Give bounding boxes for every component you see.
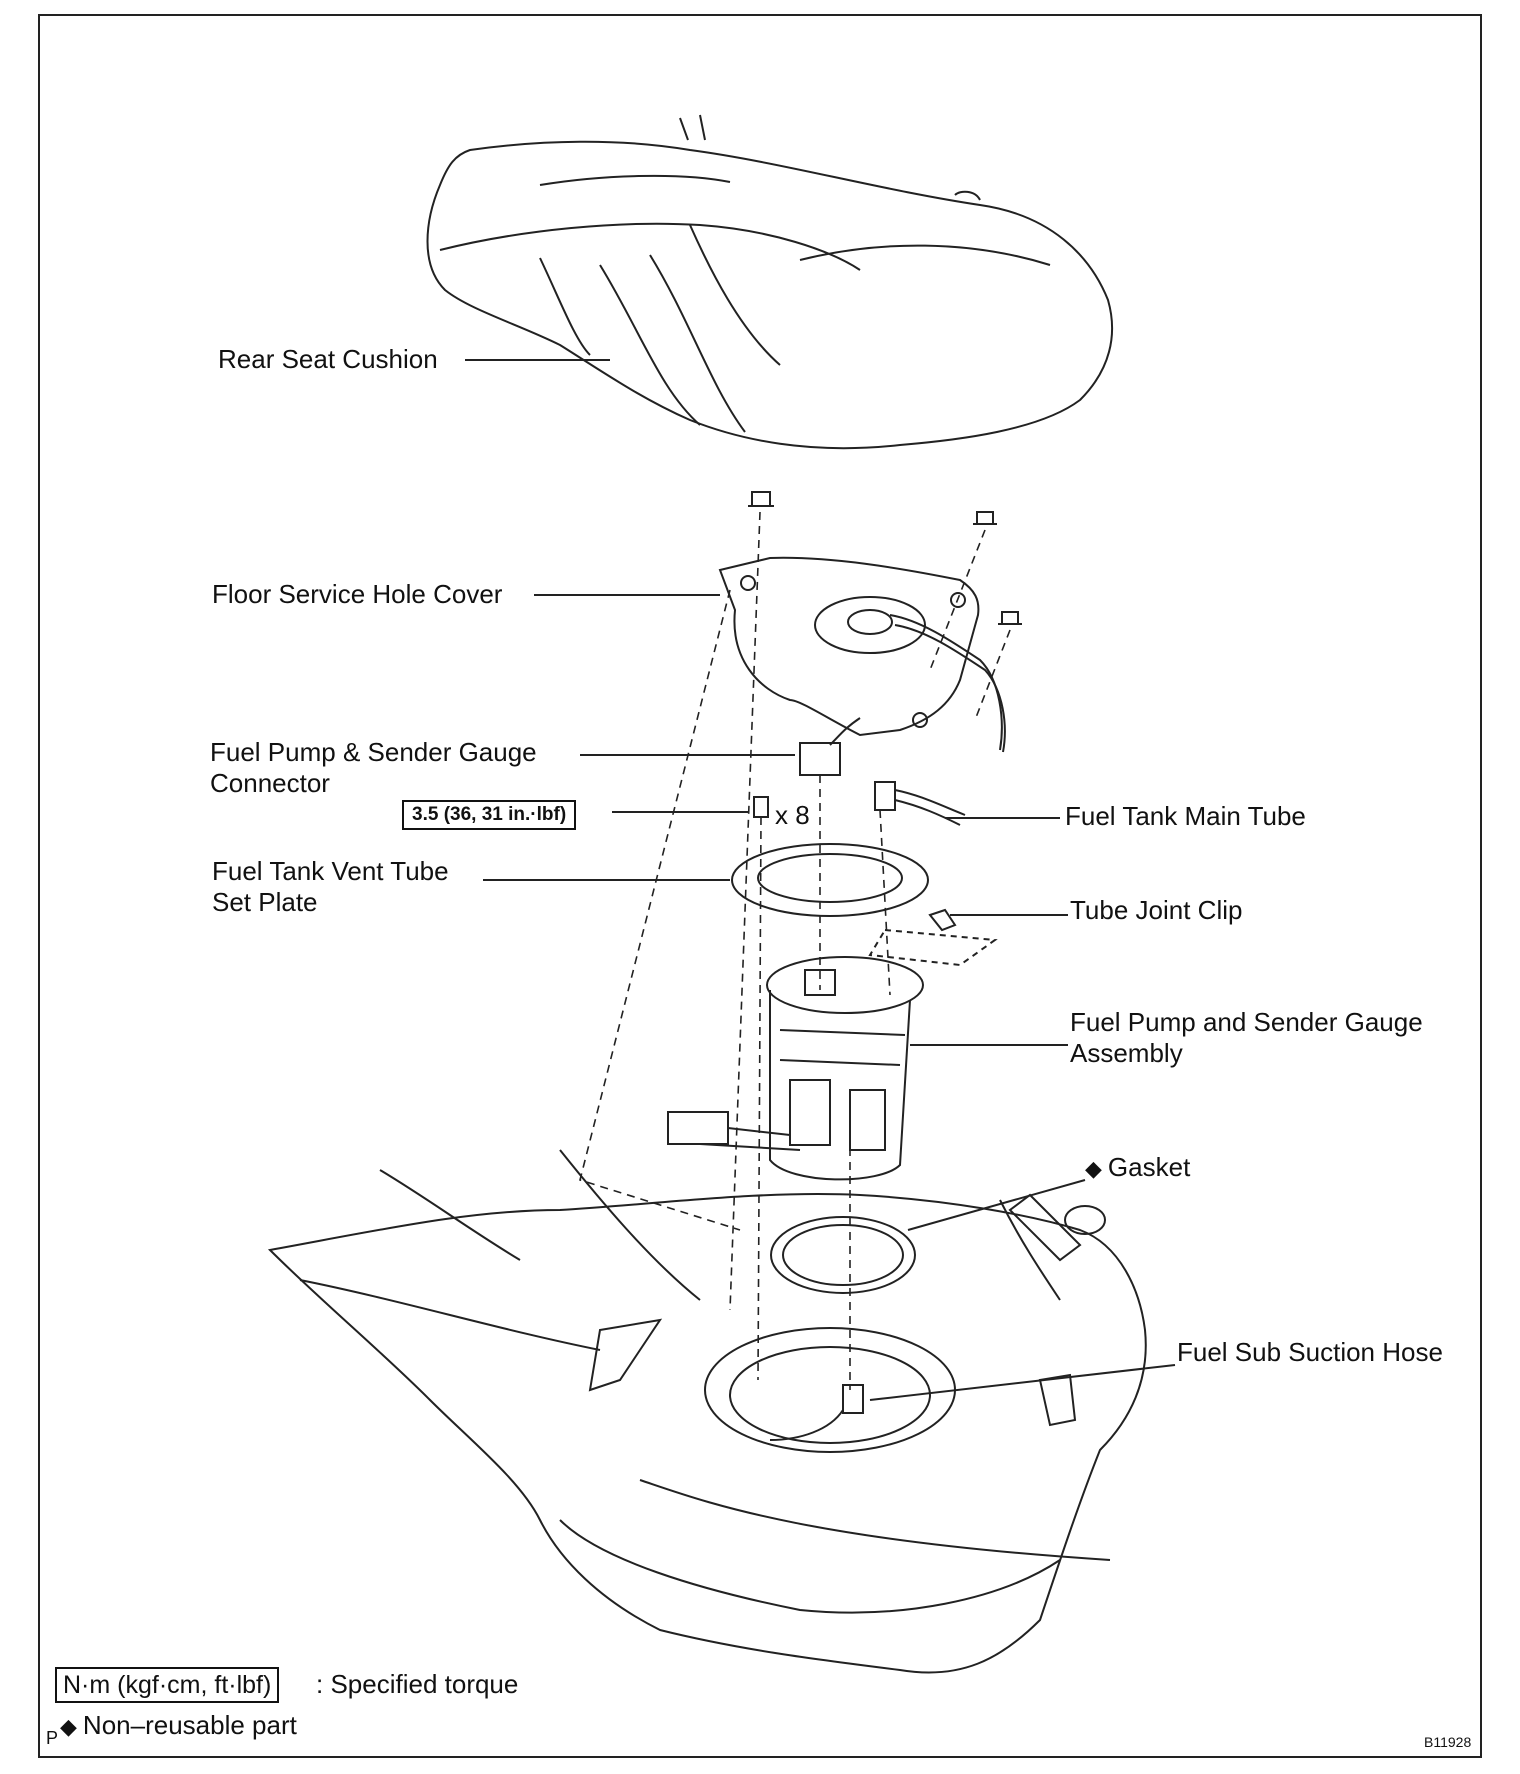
figure-id: B11928 (1424, 1734, 1472, 1750)
label-floor-service-hole-cover: Floor Service Hole Cover (212, 579, 503, 609)
tube-joint-clip-drawing (868, 908, 998, 967)
label-assembly-line2: Assembly (1070, 1038, 1183, 1068)
diagram-frame (38, 14, 1482, 1758)
fuel-tank-main-tube-drawing (874, 781, 966, 826)
label-rear-seat-cushion: Rear Seat Cushion (218, 344, 438, 374)
rear-seat-cushion-drawing (426, 114, 1114, 450)
diamond-icon: ◆ (1085, 1156, 1102, 1181)
label-fuel-tank-main-tube: Fuel Tank Main Tube (1065, 801, 1306, 831)
label-assembly-line1: Fuel Pump and Sender Gauge (1070, 1007, 1423, 1037)
leader-suction-hose (869, 1364, 1176, 1401)
vent-tube-set-plate-drawing (731, 843, 929, 917)
diamond-icon: ◆ (60, 1714, 77, 1739)
fuel-pump-assembly-drawing (667, 956, 924, 1181)
torque-spec-box: 3.5 (36, 31 in.·lbf) (402, 800, 577, 830)
cover-bolts-drawing (748, 491, 1022, 625)
label-connector-line1: Fuel Pump & Sender Gauge (210, 737, 537, 767)
connector-drawing (799, 717, 861, 776)
label-vent-tube-line2: Set Plate (212, 887, 318, 917)
fuel-tank-drawing (267, 1149, 1147, 1674)
corner-letter: P (46, 1728, 59, 1748)
legend-torque-units: N·m (kgf·cm, ft·lbf) (55, 1667, 280, 1703)
plate-bolt-drawing (753, 796, 769, 818)
leader-gasket (907, 1179, 1086, 1231)
label-connector-line2: Connector (210, 768, 330, 798)
floor-service-hole-cover-drawing (718, 556, 1006, 753)
label-gasket: ◆Gasket (1085, 1152, 1191, 1182)
label-tube-joint-clip: Tube Joint Clip (1070, 895, 1243, 925)
label-bolt-count: x 8 (775, 800, 810, 830)
label-fuel-sub-suction-hose: Fuel Sub Suction Hose (1177, 1337, 1443, 1367)
legend-nonreusable: ◆Non–reusable part (60, 1710, 297, 1740)
label-vent-tube-line1: Fuel Tank Vent Tube (212, 856, 449, 886)
gasket-drawing (770, 1216, 916, 1294)
legend-torque-desc: : Specified torque (316, 1669, 519, 1699)
alignment-lines (579, 511, 1011, 1390)
